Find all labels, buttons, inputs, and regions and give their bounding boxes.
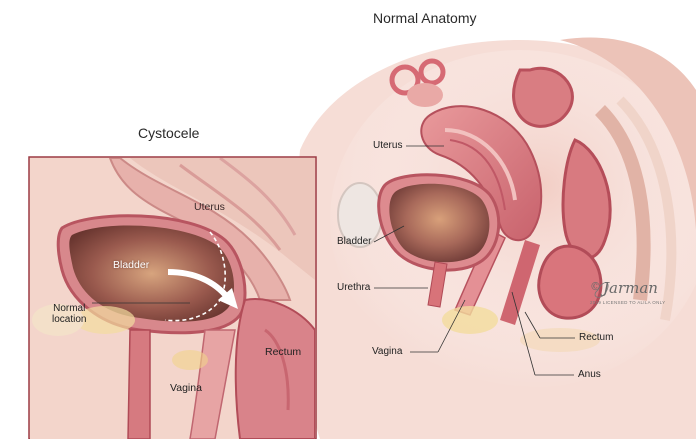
inset-label-normal-line2: location xyxy=(52,314,86,325)
label-urethra: Urethra xyxy=(337,282,370,293)
sigmoid-colon xyxy=(514,68,573,126)
label-anus: Anus xyxy=(578,369,601,380)
label-vagina: Vagina xyxy=(372,346,402,357)
signature-name: Jarman xyxy=(603,279,658,297)
cystocele-inset xyxy=(29,157,316,439)
label-rectum: Rectum xyxy=(579,332,613,343)
main-title: Normal Anatomy xyxy=(373,10,476,26)
inset-label-normal-line1: Normal xyxy=(53,303,85,314)
signature-license: 2019 LICENSED TO ALILA ONLY xyxy=(590,300,665,305)
inset-label-uterus: Uterus xyxy=(194,201,225,213)
inset-label-bladder: Bladder xyxy=(113,259,149,271)
inset-label-rectum: Rectum xyxy=(265,347,301,358)
signature-copyright: © xyxy=(590,280,601,293)
inset-rectum xyxy=(236,299,315,439)
label-bladder: Bladder xyxy=(337,236,371,247)
inset-title: Cystocele xyxy=(138,125,199,141)
label-uterus: Uterus xyxy=(373,140,402,151)
inset-label-vagina: Vagina xyxy=(170,383,202,394)
inset-label-normal-location: Normal location xyxy=(52,303,86,325)
